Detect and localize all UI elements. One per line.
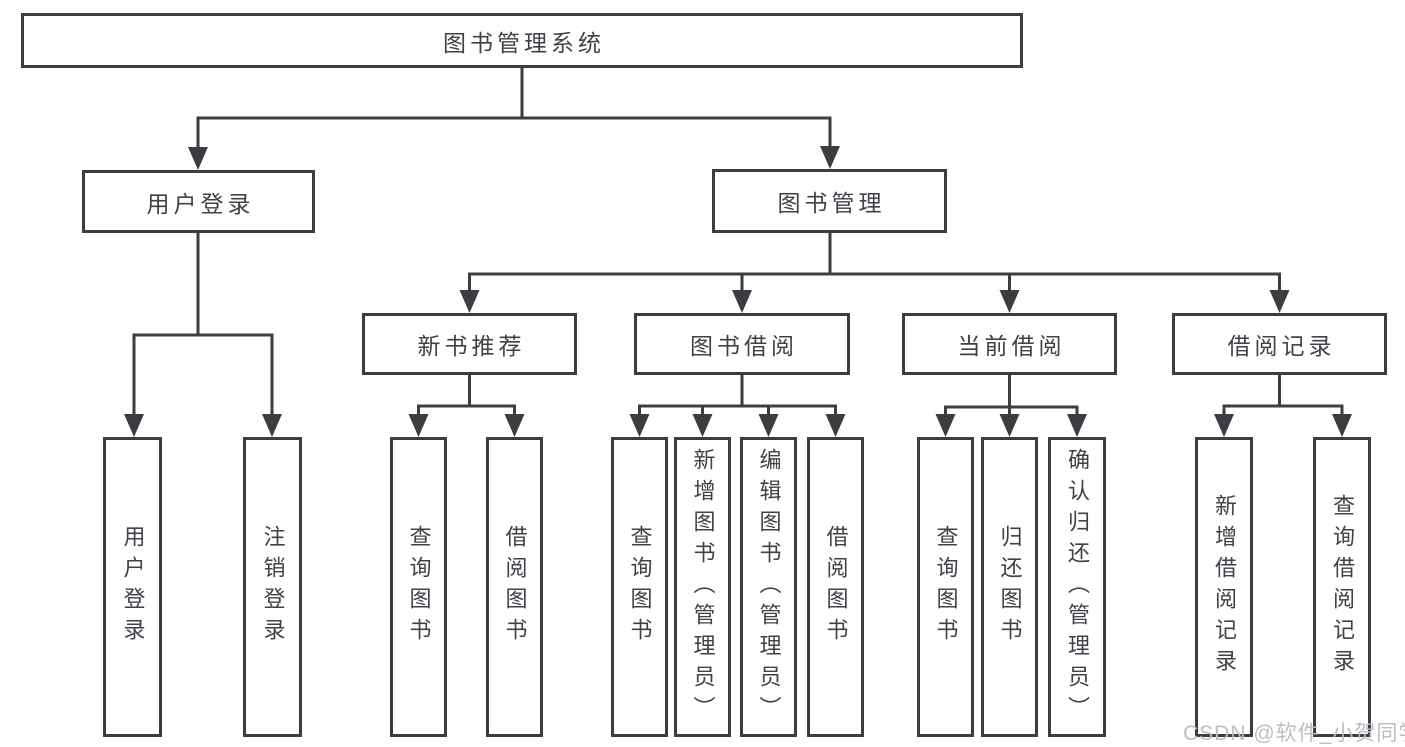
connector-user-login-children	[124, 231, 282, 437]
arrowhead	[999, 290, 1020, 313]
leaf-add-borrow-record-label: 新增借阅记录	[1212, 494, 1237, 680]
arrowhead	[408, 414, 429, 437]
arrowhead	[1269, 290, 1290, 313]
arrowhead	[629, 414, 650, 437]
arrowhead	[758, 414, 779, 437]
leaf-edit-book-admin: 编辑图书（管理员）	[740, 437, 797, 737]
arrowhead	[1214, 414, 1234, 437]
leaf-borrow-books: 借阅图书	[807, 437, 864, 737]
leaf-query-books-recommend-label: 查询图书	[406, 525, 432, 649]
node-root-label: 图书管理系统	[443, 29, 605, 56]
connector-current-borrow-children	[935, 373, 1087, 437]
arrowhead	[124, 414, 144, 437]
leaf-add-book-admin-label: 新增图书（管理员）	[690, 447, 716, 727]
node-borrow-records-label: 借阅记录	[1227, 333, 1336, 359]
node-book-management-label: 图书管理	[777, 190, 886, 216]
leaf-logout: 注销登录	[243, 437, 302, 737]
arrowhead	[1067, 414, 1087, 437]
node-book-borrow: 图书借阅	[634, 313, 850, 375]
leaf-query-books-borrow-label: 查询图书	[627, 525, 653, 649]
node-book-management: 图书管理	[712, 169, 947, 233]
arrowhead	[820, 146, 840, 169]
node-current-borrow-label: 当前借阅	[957, 333, 1066, 359]
leaf-query-books-current-label: 查询图书	[933, 525, 959, 649]
arrowhead	[732, 290, 752, 313]
arrowhead	[459, 290, 480, 313]
leaf-user-login-label: 用户登录	[120, 525, 146, 649]
leaf-borrow-books-label: 借阅图书	[823, 525, 849, 649]
node-new-book-recommend-label: 新书推荐	[417, 333, 526, 359]
leaf-logout-label: 注销登录	[260, 525, 286, 649]
leaf-query-books-current: 查询图书	[917, 437, 974, 737]
node-borrow-records: 借阅记录	[1172, 313, 1387, 375]
leaf-user-login: 用户登录	[103, 437, 162, 737]
leaf-confirm-return-admin-label: 确认归还（管理员）	[1065, 447, 1090, 727]
arrowhead	[504, 414, 525, 437]
connector-borrow-records-children	[1214, 373, 1352, 437]
connector-root-to-level2	[188, 66, 840, 170]
arrowhead	[692, 414, 713, 437]
arrowhead	[1332, 414, 1352, 437]
arrowhead	[999, 414, 1020, 437]
connector-new-book-children	[408, 373, 525, 437]
leaf-return-book-label: 归还图书	[997, 525, 1023, 649]
node-new-book-recommend: 新书推荐	[362, 313, 577, 375]
connector-book-borrow-children	[629, 373, 846, 437]
leaf-query-borrow-record-label: 查询借阅记录	[1330, 494, 1355, 680]
arrowhead	[188, 147, 208, 170]
node-user-login: 用户登录	[82, 170, 315, 233]
leaf-confirm-return-admin: 确认归还（管理员）	[1048, 437, 1106, 737]
leaf-add-book-admin: 新增图书（管理员）	[674, 437, 731, 737]
leaf-return-book: 归还图书	[981, 437, 1038, 737]
leaf-query-books-recommend: 查询图书	[390, 437, 447, 737]
leaf-borrow-books-recommend-label: 借阅图书	[502, 525, 528, 649]
node-current-borrow: 当前借阅	[902, 313, 1117, 375]
leaf-add-borrow-record: 新增借阅记录	[1195, 437, 1253, 737]
leaf-query-borrow-record: 查询借阅记录	[1313, 437, 1371, 737]
node-root: 图书管理系统	[21, 13, 1023, 68]
leaf-borrow-books-recommend: 借阅图书	[486, 437, 543, 737]
csdn-watermark: CSDN @软件_小贺同学	[1183, 722, 1405, 745]
node-book-borrow-label: 图书借阅	[690, 333, 798, 359]
connector-book-management-children	[459, 231, 1290, 313]
leaf-query-books-borrow: 查询图书	[611, 437, 668, 737]
arrowhead	[262, 414, 282, 437]
arrowhead	[825, 414, 846, 437]
leaf-edit-book-admin-label: 编辑图书（管理员）	[756, 447, 782, 727]
arrowhead	[935, 414, 956, 437]
node-user-login-label: 用户登录	[146, 190, 255, 217]
